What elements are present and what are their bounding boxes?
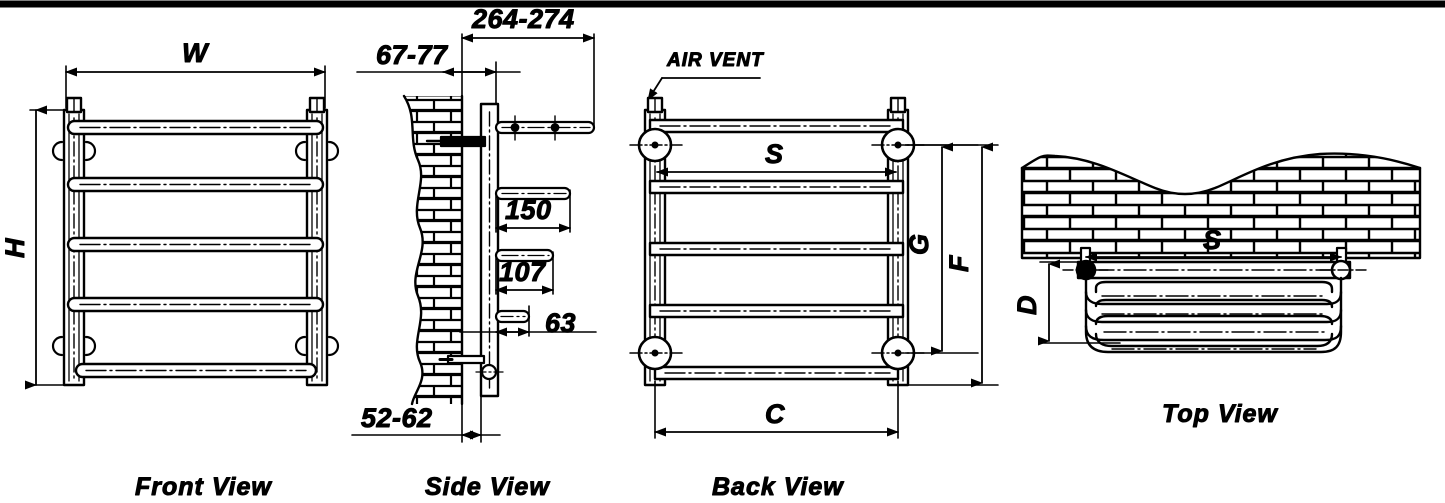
front-connector-bosses [51,140,340,357]
back-rail [653,365,900,381]
back-connection-fittings [629,127,927,371]
back-rail [648,303,905,319]
back-view: AIR VENT [629,50,999,502]
back-rail [648,241,905,257]
side-wall-bracket [425,135,487,365]
top-view: S D [1012,152,1422,429]
back-rail [648,179,905,195]
dimension-63-label: 63 [545,308,576,338]
dimension-C-label: C [765,399,785,429]
front-view-label: Front View [135,473,272,501]
top-rails-nested [1084,276,1343,354]
back-rails [648,118,905,381]
top-rail-loop [1084,324,1343,354]
connection-fitting [629,127,684,163]
dimension-S-label-top: S [1203,225,1221,255]
front-rail [66,119,325,136]
front-rail [66,236,325,253]
front-rail [66,176,325,193]
dimension-107-label: 107 [499,257,547,287]
front-view: W H [0,38,340,502]
side-view-label: Side View [425,473,550,501]
front-rail [74,362,318,379]
back-view-label: Back View [712,473,844,501]
front-rails [66,119,325,379]
front-rail [66,296,325,313]
dimension-150-label: 150 [505,195,552,225]
top-view-label: Top View [1162,400,1278,428]
dimension-D-label: D [1012,296,1042,316]
dimension-G-label: G [904,234,934,255]
dimension-67-77-label: 67-77 [376,40,449,70]
dimension-264-274-label: 264-274 [471,4,575,34]
side-rail [494,115,596,141]
back-rail [648,118,905,134]
dimension-S-label-back: S [765,139,783,169]
dimension-W-label: W [182,38,210,68]
air-vent-label: AIR VENT [666,50,764,71]
side-rail [494,186,572,201]
dimension-H-label: H [0,238,30,258]
dimension-F-label: F [944,254,974,272]
air-vent-leader [647,77,761,101]
top-rail-front [1076,260,1352,280]
top-connection-fittings [1062,259,1367,281]
connection-fitting [629,335,684,371]
side-view: 264-274 67-77 [351,4,597,502]
side-rail [494,309,531,324]
dimension-52-62-label: 52-62 [361,403,433,433]
